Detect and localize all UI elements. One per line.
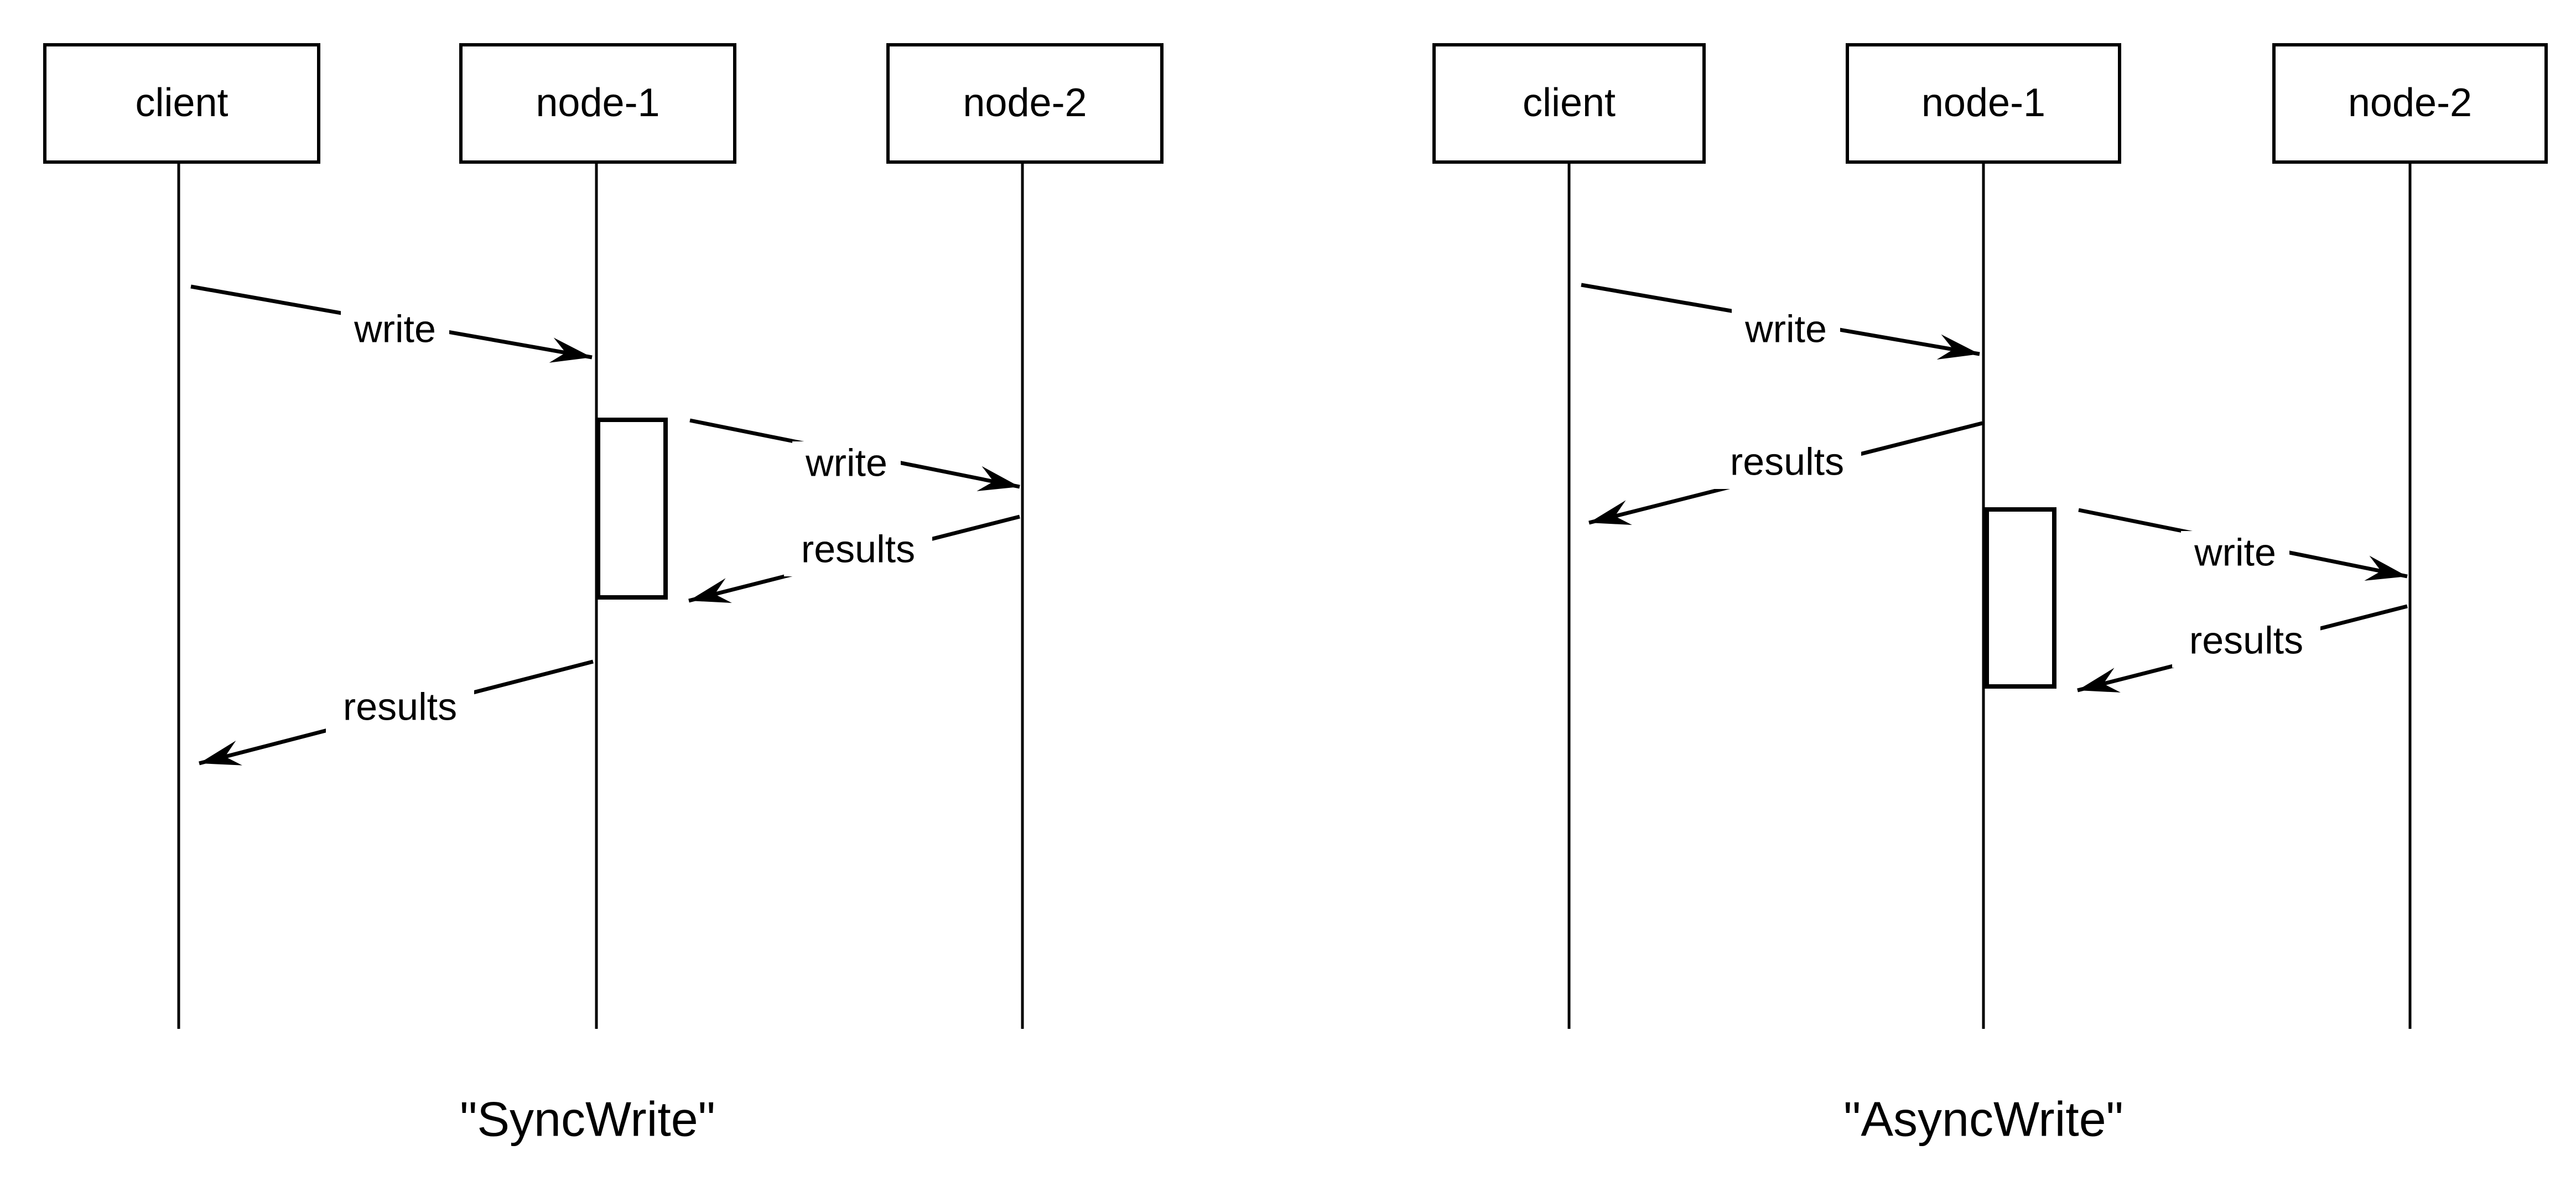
participant-box — [459, 43, 736, 164]
activation-box-node-1 — [596, 418, 668, 600]
participant-node-1[interactable]: node-1 — [459, 43, 736, 164]
message-label-backdrop — [2181, 531, 2289, 580]
message-arrowhead — [977, 466, 1020, 491]
participant-box — [1846, 43, 2121, 164]
message-arrowhead — [689, 578, 732, 603]
message-results-1-1[interactable]: results — [1588, 421, 1983, 525]
message-label: results — [2189, 618, 2303, 662]
activation-box-node-1 — [1985, 507, 2056, 689]
message-results-0-3[interactable]: results — [199, 659, 594, 766]
message-label: write — [1744, 307, 1827, 350]
message-results-0-2[interactable]: results — [688, 514, 1020, 603]
participant-label: node-2 — [2348, 81, 2472, 125]
participant-box — [886, 43, 1164, 164]
message-arrowhead — [1936, 334, 1980, 360]
message-label: results — [1730, 440, 1844, 483]
message-write-1-2[interactable]: write — [2078, 508, 2408, 581]
message-arrowhead — [1589, 500, 1632, 525]
message-label: results — [801, 527, 915, 570]
message-label-backdrop — [784, 528, 932, 576]
participant-label: client — [135, 81, 228, 125]
diagram-sync-write: write write results results client node-1 node… — [43, 43, 1164, 1146]
message-label: write — [354, 307, 436, 350]
participant-label: node-2 — [963, 81, 1087, 125]
participant-label: client — [1523, 81, 1616, 125]
message-label-backdrop — [1713, 440, 1861, 489]
diagram-async-write: write results write results client node-1 node… — [1432, 43, 2548, 1146]
participant-node-2[interactable]: node-2 — [2272, 43, 2548, 164]
participant-label: node-1 — [536, 81, 659, 125]
participant-client[interactable]: client — [43, 43, 320, 164]
message-results-1-3[interactable]: results — [2077, 604, 2408, 693]
participant-box — [1432, 43, 1706, 164]
message-label-backdrop — [2172, 619, 2320, 668]
message-label: results — [343, 685, 457, 728]
participant-box — [2272, 43, 2548, 164]
message-arrowhead — [199, 741, 242, 766]
message-label-backdrop — [1732, 308, 1840, 356]
message-write-0-0[interactable]: write — [190, 284, 593, 363]
participant-node-1[interactable]: node-1 — [1846, 43, 2121, 164]
participant-node-2[interactable]: node-2 — [886, 43, 1164, 164]
diagram-caption-sync-write: "SyncWrite" — [460, 1091, 715, 1146]
participant-box — [43, 43, 320, 164]
diagram-caption-async-write: "AsyncWrite" — [1843, 1091, 2123, 1146]
message-label-backdrop — [341, 308, 449, 356]
diagram-groups: write write results results client node-1 node… — [43, 43, 2548, 1146]
message-write-0-1[interactable]: write — [689, 418, 1020, 491]
message-arrowhead — [549, 337, 592, 363]
message-label: write — [2194, 530, 2276, 574]
message-arrowhead — [2078, 668, 2121, 693]
message-label: write — [805, 441, 887, 484]
message-label-backdrop — [792, 441, 901, 490]
message-write-1-0[interactable]: write — [1581, 283, 1980, 360]
message-label-backdrop — [326, 685, 474, 734]
participant-client[interactable]: client — [1432, 43, 1706, 164]
participant-label: node-1 — [1921, 81, 2045, 125]
message-arrowhead — [2364, 555, 2407, 581]
